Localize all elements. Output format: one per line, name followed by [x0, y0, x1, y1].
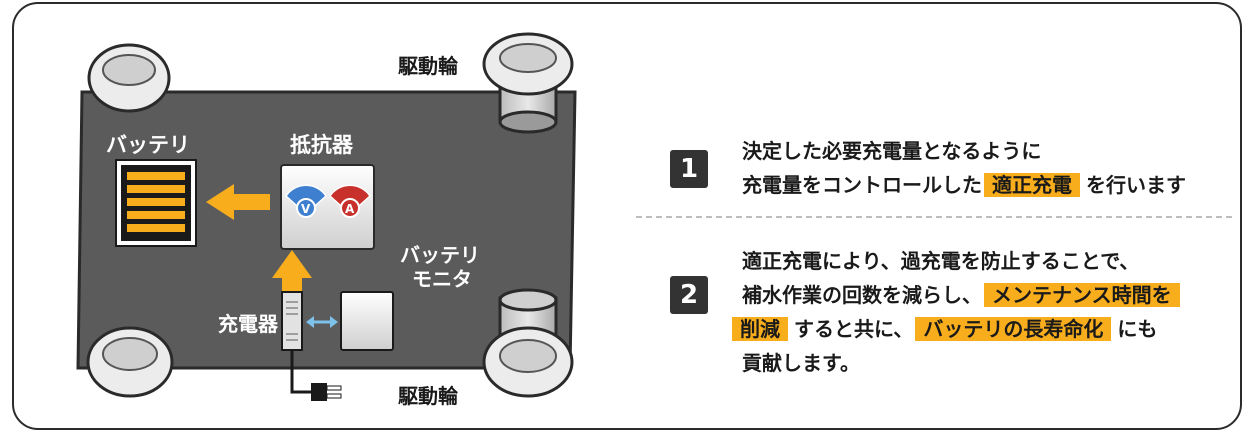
- step-2-line3-post: にも: [1117, 317, 1158, 341]
- step-2-line1: 適正充電により、過充電を防止することで、: [742, 249, 1140, 273]
- resistor-label: 抵抗器: [290, 133, 354, 157]
- wheel-top-left: [87, 43, 171, 113]
- step-1-line1: 決定した必要充電量となるように: [742, 139, 1042, 163]
- battery-block: [115, 159, 197, 247]
- highlight-battery-life: バッテリの長寿命化: [915, 317, 1112, 341]
- wheel-bottom-left: [86, 326, 174, 398]
- vehicle-diagram: 駆動輪 駆動輪 バッテリ 抵抗器 V A バッテリ モニタ 充電器: [76, 32, 577, 408]
- wheel-bottom-right: [482, 288, 574, 398]
- step-2-line3-mid: すると共に、: [794, 317, 914, 341]
- battery-label: バッテリ: [106, 133, 190, 157]
- step-2-line4: 貢献します。: [742, 351, 860, 375]
- drive-wheel-label-bottom: 駆動輪: [398, 384, 459, 408]
- resistor-box: V A: [280, 164, 375, 250]
- step-2-line2-pre: 補水作業の回数を減らし、: [742, 283, 982, 307]
- battery-monitor-box: [340, 291, 394, 351]
- highlight-reduce: 削減: [732, 317, 788, 341]
- charger-unit: [281, 291, 303, 351]
- meter-a-label: A: [345, 202, 355, 216]
- step-1-number: 1: [670, 150, 708, 188]
- step-2-line2: 補水作業の回数を減らし、メンテナンス時間を: [742, 278, 1186, 312]
- section-divider: [636, 216, 1232, 218]
- arrow-up: [272, 250, 312, 294]
- battery-monitor-label-line2: モニタ: [412, 267, 472, 291]
- highlight-proper-charge: 適正充電: [984, 173, 1080, 197]
- connector-arrow: [306, 316, 338, 328]
- step-2-number: 2: [670, 276, 708, 314]
- battery-monitor-label-line1: バッテリ: [400, 243, 480, 267]
- highlight-maintenance-time: メンテナンス時間を: [984, 283, 1180, 307]
- step-1-line2-post: を行います: [1086, 173, 1186, 197]
- power-cable: [290, 350, 312, 394]
- step-1-line2: 充電量をコントロールした適正充電を行います: [742, 168, 1186, 202]
- charger-label: 充電器: [218, 312, 279, 336]
- step-1-line2-pre: 充電量をコントロールした: [742, 173, 982, 197]
- arrow-left: [206, 184, 270, 220]
- meter-v-label: V: [301, 202, 311, 216]
- drive-wheel-label-top: 駆動輪: [398, 54, 459, 78]
- wheel-top-right: [482, 32, 574, 134]
- step-2-line3: 削減すると共に、バッテリの長寿命化にも: [730, 312, 1157, 346]
- plug-icon: [311, 383, 342, 401]
